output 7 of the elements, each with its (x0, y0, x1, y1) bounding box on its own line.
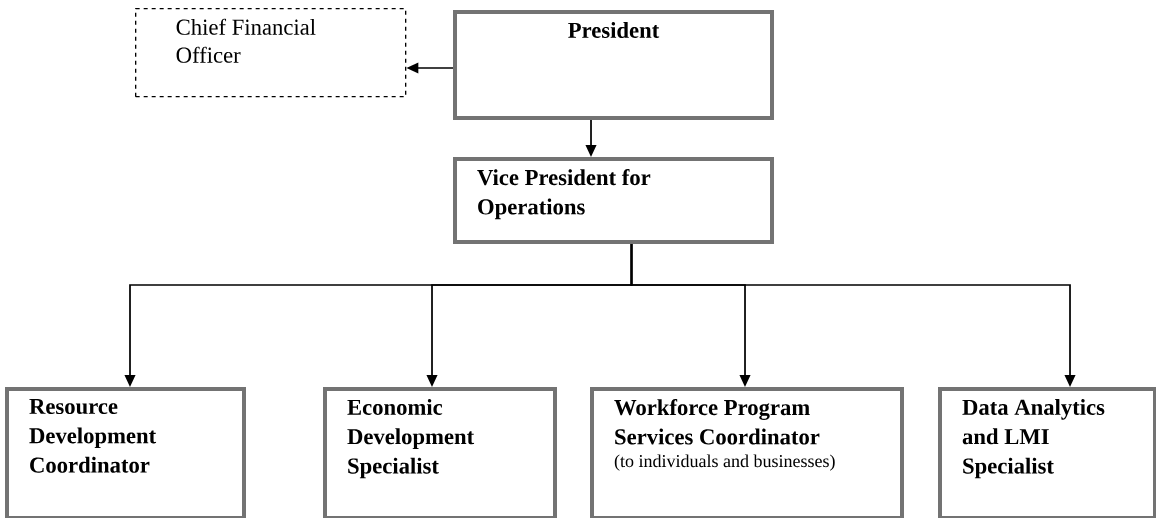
dashed-box: Chief Financial Officer (135, 8, 407, 98)
position-box: Data Analytics and LMI Specialist (938, 387, 1156, 518)
position-box: Vice President for Operations (453, 157, 774, 244)
position-box: President (453, 10, 774, 120)
position-box: Economic Development Specialist (323, 387, 557, 518)
position-box: Workforce Program Services Coordinator (to individuals and businesses) (590, 387, 904, 518)
position-box: Resource Development Coordinator (5, 387, 246, 518)
